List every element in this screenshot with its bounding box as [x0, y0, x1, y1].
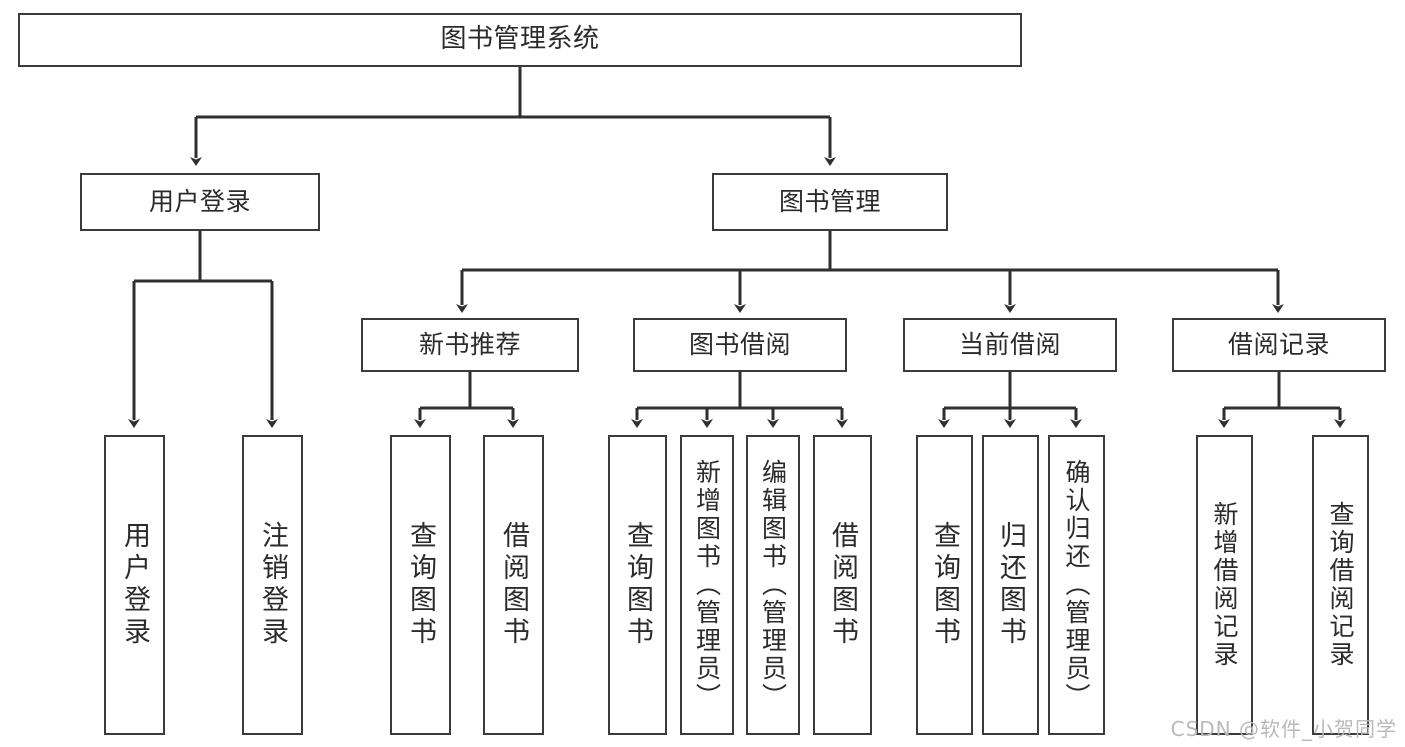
node-leaf-borrow-book[interactable]: 借阅图书 — [813, 435, 872, 735]
node-leaf-user-logout[interactable]: 注销登录 — [242, 435, 303, 735]
node-leaf-add-borrow-record[interactable]: 新增借阅记录 — [1196, 435, 1253, 735]
node-book-manage-label: 图书管理 — [778, 187, 881, 216]
node-root-label: 图书管理系统 — [440, 24, 600, 55]
node-leaf-query-book-current[interactable]: 查询图书 — [916, 435, 973, 735]
node-leaf-confirm-return-admin[interactable]: 确认归还（管理员） — [1048, 435, 1105, 735]
node-leaf-add-book-admin-label: 新增图书（管理员） — [692, 459, 722, 711]
node-leaf-add-book-admin[interactable]: 新增图书（管理员） — [680, 435, 734, 735]
node-borrow-record[interactable]: 借阅记录 — [1172, 318, 1386, 372]
node-borrow-record-label: 借阅记录 — [1227, 330, 1330, 359]
node-current-borrow[interactable]: 当前借阅 — [903, 318, 1117, 372]
node-leaf-confirm-return-admin-label: 确认归还（管理员） — [1062, 459, 1091, 711]
node-leaf-borrow-book-rec-label: 借阅图书 — [498, 521, 529, 649]
node-leaf-edit-book-admin[interactable]: 编辑图书（管理员） — [746, 435, 800, 735]
node-leaf-borrow-book-label: 借阅图书 — [827, 521, 858, 649]
node-leaf-query-book-rec[interactable]: 查询图书 — [390, 435, 451, 735]
node-leaf-query-book-current-label: 查询图书 — [929, 521, 960, 649]
node-leaf-query-book-borrow-label: 查询图书 — [622, 521, 653, 649]
node-leaf-edit-book-admin-label: 编辑图书（管理员） — [758, 459, 788, 711]
node-leaf-user-login-label: 用户登录 — [119, 521, 150, 649]
node-current-borrow-label: 当前借阅 — [958, 330, 1061, 359]
node-leaf-query-book-rec-label: 查询图书 — [405, 521, 436, 649]
node-new-book-rec[interactable]: 新书推荐 — [361, 318, 579, 372]
node-book-borrow[interactable]: 图书借阅 — [633, 318, 847, 372]
node-leaf-return-book[interactable]: 归还图书 — [982, 435, 1039, 735]
node-user-login[interactable]: 用户登录 — [80, 173, 320, 231]
node-leaf-add-borrow-record-label: 新增借阅记录 — [1210, 501, 1239, 669]
node-leaf-query-book-borrow[interactable]: 查询图书 — [608, 435, 667, 735]
node-book-borrow-label: 图书借阅 — [688, 330, 791, 359]
node-book-manage[interactable]: 图书管理 — [712, 173, 948, 231]
node-leaf-query-borrow-record-label: 查询借阅记录 — [1326, 501, 1355, 669]
node-leaf-query-borrow-record[interactable]: 查询借阅记录 — [1312, 435, 1369, 735]
watermark-text: CSDN @软件_小贺同学 — [1170, 717, 1397, 741]
node-user-login-label: 用户登录 — [148, 187, 251, 216]
node-new-book-rec-label: 新书推荐 — [418, 330, 521, 359]
node-leaf-user-login[interactable]: 用户登录 — [104, 435, 165, 735]
node-root[interactable]: 图书管理系统 — [18, 13, 1022, 67]
node-leaf-return-book-label: 归还图书 — [995, 521, 1026, 649]
node-leaf-user-logout-label: 注销登录 — [257, 521, 288, 649]
node-leaf-borrow-book-rec[interactable]: 借阅图书 — [483, 435, 544, 735]
